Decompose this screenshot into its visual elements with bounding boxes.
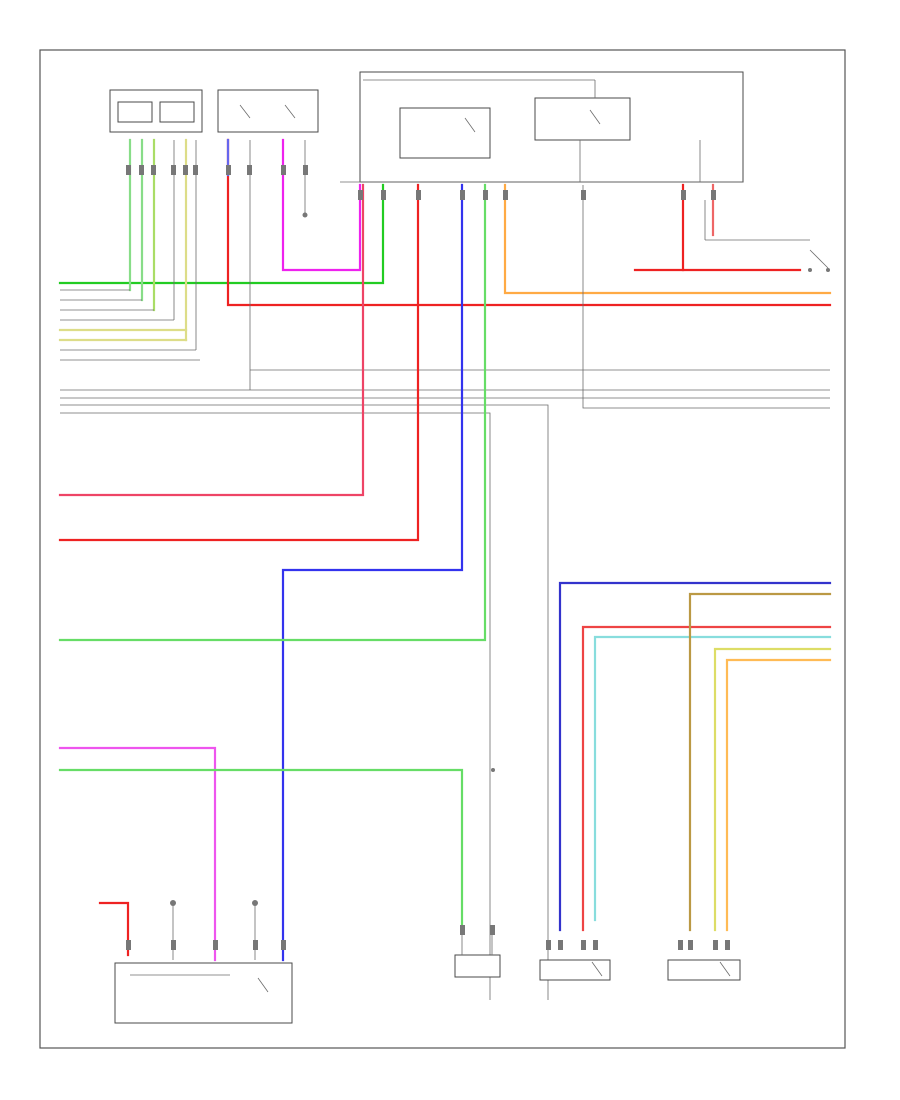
wire-orange-top [503,183,832,295]
wire-brown-o2-2 [688,592,832,932]
wire-red-fuel-pump [98,901,130,957]
wire-blue-long [281,183,464,962]
harness-line [60,412,491,1000]
wire-orange-o2-2 [725,658,832,932]
brake-pedal-position-switch [217,89,319,133]
o2-sensor-2 [667,959,741,981]
connector-pins [126,165,730,950]
ig-relay [534,97,631,141]
wire-green-bottom [58,768,464,932]
wire-red-top [226,138,832,307]
fuel-pump-module [114,962,293,1024]
ground-icon [302,212,308,218]
wire-lt-green-long [58,183,487,642]
wire-red-right [681,183,802,272]
ground-icon [252,900,258,906]
wire-green-top [58,183,385,285]
wire-cyan-o2-1 [593,635,832,922]
fuel-pump-relay [399,107,491,159]
splice-point [491,768,495,772]
harness-line [60,404,549,1000]
wire-pink-top [281,138,362,272]
wire-red-mid [58,183,420,542]
o2-sensor-1 [539,959,611,981]
wire-blue-o2-1 [558,581,832,932]
steering-switch [109,89,203,133]
wire-yellow-o2-2 [713,647,832,932]
wire-red-pink-mid [58,183,365,497]
fuse-relay-box [340,71,744,183]
ignition-switch [704,200,830,272]
diagram-frame [39,49,846,1049]
wire-red-o2-1 [581,625,832,932]
ground-icon [170,900,176,906]
wire-gray-right [582,185,830,409]
evap-solenoid [454,930,501,978]
wire-pink-bottom [58,746,217,962]
